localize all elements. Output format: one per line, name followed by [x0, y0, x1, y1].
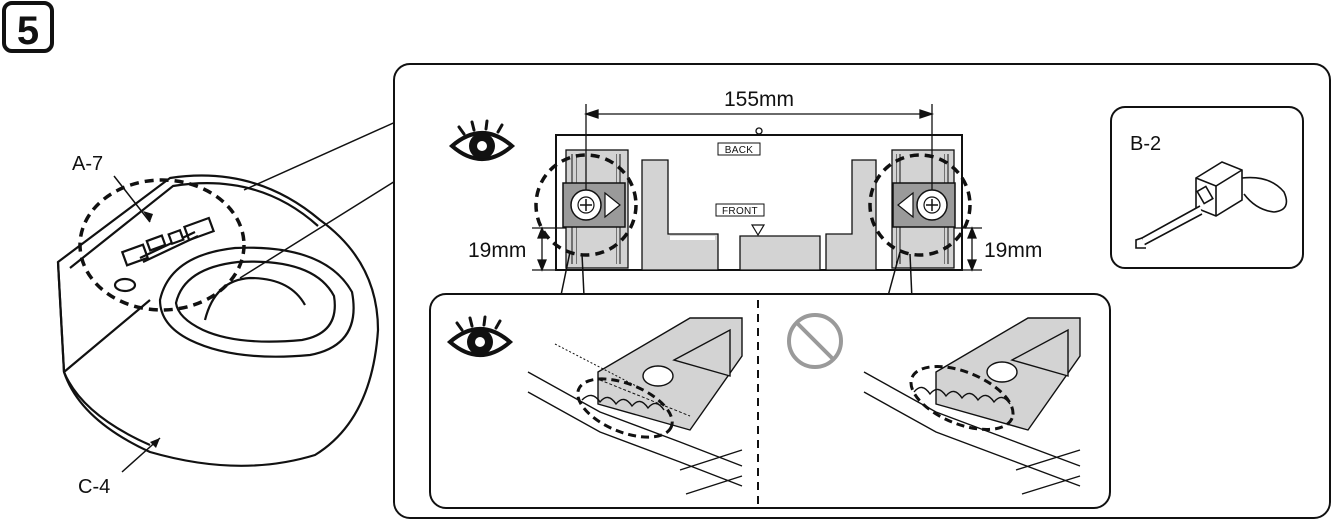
callout-line [559, 251, 571, 301]
callout-line [581, 253, 585, 297]
width-dimension [583, 104, 935, 190]
zoom-circle-left-slider [534, 153, 638, 257]
zoom-circle-incorrect [909, 365, 1015, 431]
callout-line [909, 253, 913, 301]
plate-back-label: BACK [725, 145, 753, 156]
zoom-circle-correct [576, 377, 674, 439]
part-label-c4: C-4 [78, 476, 110, 498]
part-label-a7: A-7 [72, 153, 103, 175]
correct-position-detail [527, 306, 743, 495]
arrowhead [143, 211, 153, 222]
right-height-dimension [954, 226, 982, 272]
incorrect-position-detail [862, 306, 1081, 495]
leader-line [113, 175, 151, 223]
width-dimension-label: 155mm [724, 88, 794, 111]
step-number-badge: 5 [2, 1, 54, 53]
plate-front-label: FRONT [722, 206, 758, 217]
left-height-dimension [532, 226, 566, 272]
step-number: 5 [17, 9, 39, 53]
callout-line [243, 119, 401, 191]
tool-label: B-2 [1130, 133, 1161, 155]
left-height-label: 19mm [468, 239, 526, 262]
zoom-circle-right-slider [868, 153, 972, 257]
tape-measure-icon [1135, 161, 1288, 249]
callout-line [239, 177, 401, 279]
mounting-plate: BACK FRONT [555, 127, 963, 271]
toilet-bowl [56, 174, 380, 467]
zoom-circle-toilet [78, 178, 246, 312]
right-height-label: 19mm [984, 239, 1042, 262]
arrowhead [150, 438, 160, 448]
callout-line [887, 251, 901, 297]
prohibited-icon [787, 313, 843, 369]
front-arrow-icon [750, 224, 766, 237]
